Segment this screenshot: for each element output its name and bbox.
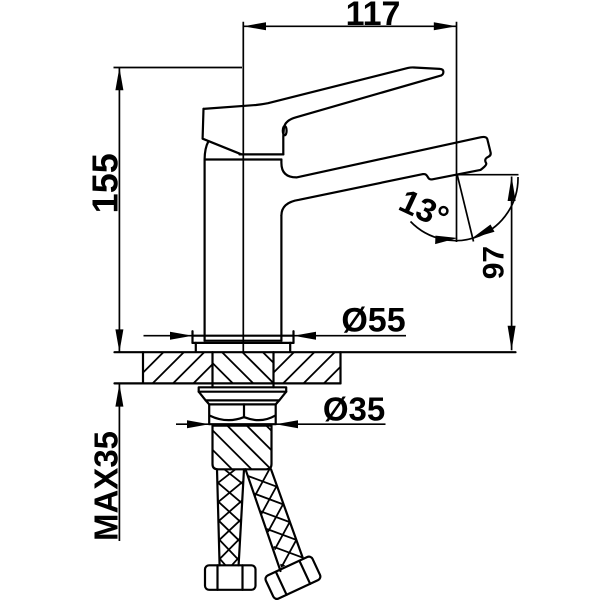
svg-text:117: 117 xyxy=(346,0,401,33)
svg-text:Ø35: Ø35 xyxy=(323,391,385,428)
svg-text:155: 155 xyxy=(85,153,126,213)
svg-text:Ø55: Ø55 xyxy=(341,302,405,340)
svg-text:97: 97 xyxy=(478,246,511,279)
svg-text:MAX35: MAX35 xyxy=(88,431,125,541)
